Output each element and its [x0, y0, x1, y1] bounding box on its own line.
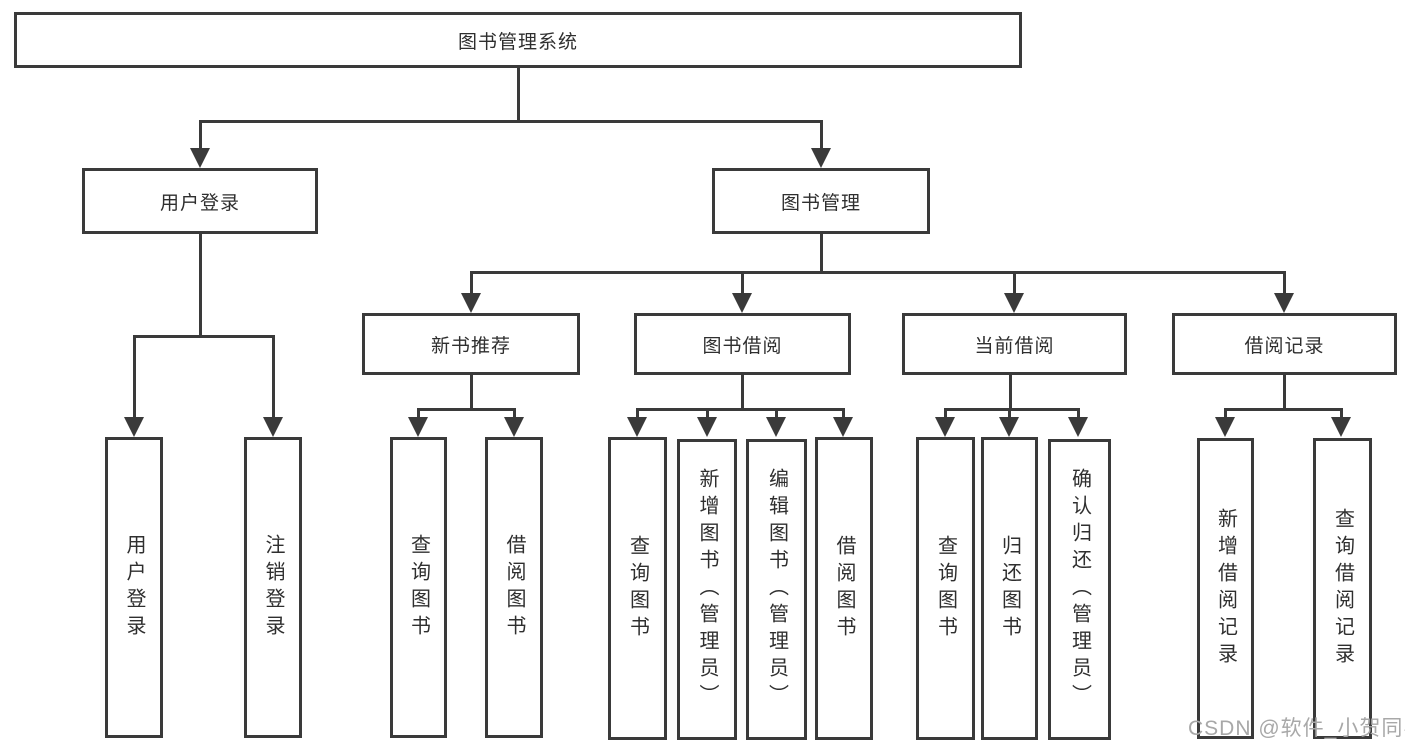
arrow-down-icon: [1068, 417, 1088, 437]
arrow-down-icon: [1215, 417, 1235, 437]
connector-drop-new-book: [470, 271, 473, 295]
node-library-management-system: 图书管理系统: [14, 12, 1022, 68]
leaf-add-borrow-record: 新增借阅记录: [1197, 438, 1254, 739]
connector-new-book-horizontal: [417, 408, 516, 411]
connector-drop-leaf-user-login: [133, 335, 136, 419]
node-user-login: 用户登录: [82, 168, 318, 234]
leaf-query-books: 查询图书: [916, 437, 975, 740]
arrow-down-icon: [766, 417, 786, 437]
leaf-return-books: 归还图书: [981, 437, 1038, 740]
connector-drop-book-borrow: [741, 271, 744, 295]
leaf-add-books-admin: 新增图书（管理员）: [677, 439, 737, 740]
connector-drop: [513, 408, 516, 419]
connector-new-book-vertical: [470, 374, 473, 410]
connector-drop: [1077, 408, 1080, 419]
leaf-logout: 注销登录: [244, 437, 302, 738]
connector-drop: [417, 408, 420, 419]
arrow-down-icon: [627, 417, 647, 437]
connector-user-login-horizontal: [133, 335, 275, 338]
arrow-down-icon: [1331, 417, 1351, 437]
connector-book-borrow-vertical: [741, 374, 744, 410]
connector-drop: [842, 408, 845, 419]
node-borrowing-records: 借阅记录: [1172, 313, 1397, 375]
leaf-query-books: 查询图书: [390, 437, 447, 738]
arrow-down-icon: [697, 417, 717, 437]
arrow-down-icon: [190, 148, 210, 168]
leaf-query-books: 查询图书: [608, 437, 667, 740]
arrow-down-icon: [124, 417, 144, 437]
arrow-down-icon: [1004, 293, 1024, 313]
arrow-down-icon: [732, 293, 752, 313]
arrow-down-icon: [999, 417, 1019, 437]
connector-drop-user-login: [199, 120, 202, 150]
connector-user-login-vertical: [199, 233, 202, 337]
arrow-down-icon: [408, 417, 428, 437]
connector-drop: [944, 408, 947, 419]
arrow-down-icon: [811, 148, 831, 168]
connector-drop-leaf-logout: [272, 335, 275, 419]
connector-level3-horizontal: [470, 271, 1286, 274]
connector-borrow-records-vertical: [1283, 374, 1286, 410]
leaf-borrow-books: 借阅图书: [815, 437, 873, 740]
arrow-down-icon: [935, 417, 955, 437]
node-book-borrowing: 图书借阅: [634, 313, 851, 375]
connector-drop: [775, 408, 778, 419]
connector-drop: [1340, 408, 1343, 419]
node-new-book-recommendation: 新书推荐: [362, 313, 580, 375]
connector-current-borrow-vertical: [1009, 374, 1012, 410]
arrow-down-icon: [263, 417, 283, 437]
connector-current-borrow-horizontal: [944, 408, 1080, 411]
connector-drop-borrow-records: [1283, 271, 1286, 295]
connector-drop: [1008, 408, 1011, 419]
arrow-down-icon: [833, 417, 853, 437]
connector-book-management-vertical: [820, 233, 823, 273]
connector-drop: [706, 408, 709, 419]
connector-borrow-records-horizontal: [1224, 408, 1343, 411]
connector-level2-horizontal: [199, 120, 823, 123]
leaf-edit-books-admin: 编辑图书（管理员）: [746, 439, 807, 740]
leaf-user-login: 用户登录: [105, 437, 163, 738]
leaf-query-borrow-record: 查询借阅记录: [1313, 438, 1372, 739]
connector-drop-current-borrow: [1013, 271, 1016, 295]
connector-drop: [636, 408, 639, 419]
node-current-borrowing: 当前借阅: [902, 313, 1127, 375]
arrow-down-icon: [461, 293, 481, 313]
node-book-management: 图书管理: [712, 168, 930, 234]
arrow-down-icon: [1274, 293, 1294, 313]
csdn-watermark: CSDN @软件_小贺同学: [1188, 717, 1405, 740]
connector-root-vertical: [517, 68, 520, 121]
arrow-down-icon: [504, 417, 524, 437]
connector-drop-book-management: [820, 120, 823, 150]
leaf-confirm-return-admin: 确认归还（管理员）: [1048, 439, 1111, 740]
connector-book-borrow-horizontal: [636, 408, 845, 411]
leaf-borrow-books: 借阅图书: [485, 437, 543, 738]
connector-drop: [1224, 408, 1227, 419]
